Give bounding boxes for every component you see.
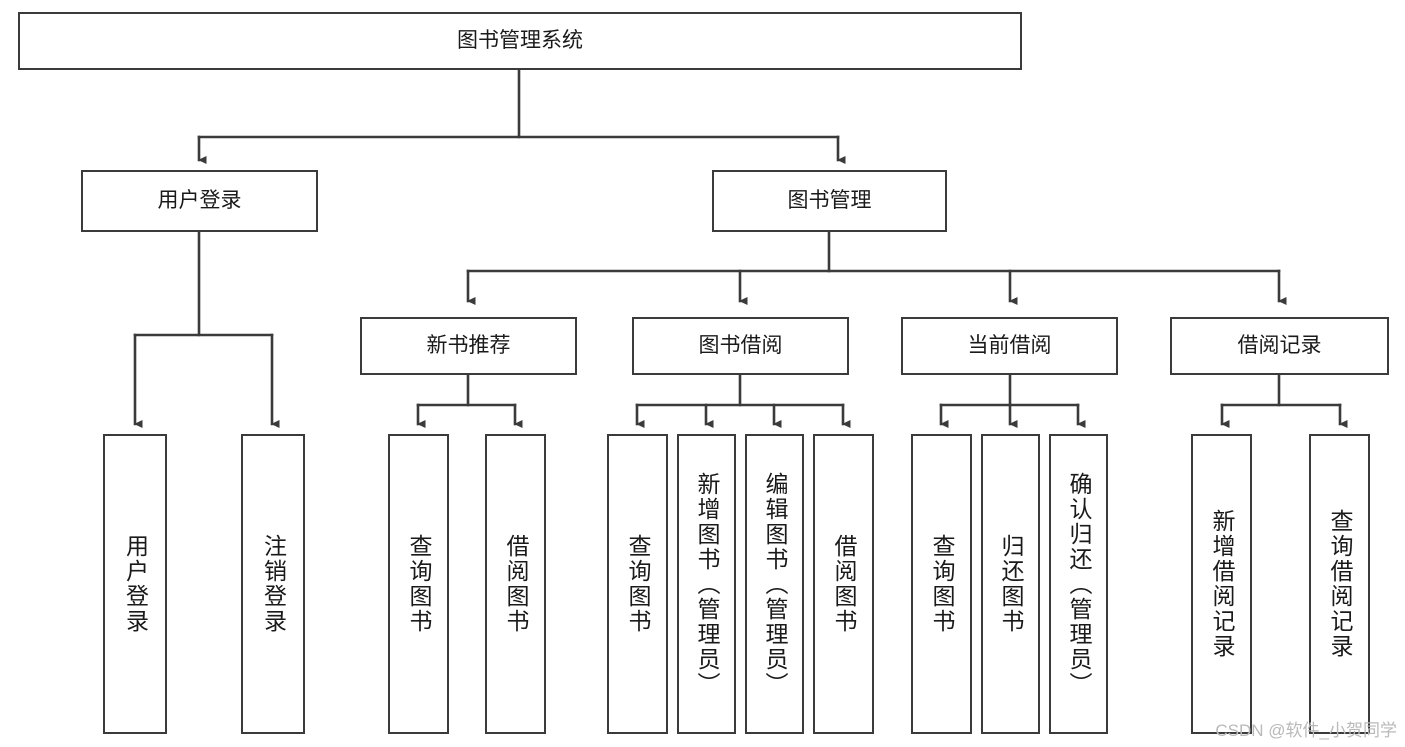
- node-leaf-return-book[interactable]: 归还图书: [981, 434, 1040, 734]
- node-label: 编辑图书（管理员）: [762, 471, 788, 697]
- node-user-login[interactable]: 用户登录: [81, 170, 318, 232]
- node-label: 用户登录: [122, 534, 149, 634]
- node-label: 查询图书: [929, 534, 955, 634]
- node-new-book-recommend[interactable]: 新书推荐: [360, 317, 577, 375]
- node-label: 图书管理系统: [457, 28, 583, 52]
- node-leaf-user-login[interactable]: 用户登录: [103, 434, 167, 734]
- node-current-borrow[interactable]: 当前借阅: [901, 317, 1118, 375]
- node-label: 图书借阅: [698, 333, 783, 357]
- node-leaf-logout-login[interactable]: 注销登录: [241, 434, 305, 734]
- node-label: 图书管理: [787, 188, 872, 212]
- node-label: 确认归还（管理员）: [1066, 471, 1092, 697]
- node-label: 当前借阅: [967, 333, 1052, 357]
- node-label: 新书推荐: [426, 333, 511, 357]
- node-label: 新增图书（管理员）: [694, 471, 720, 697]
- node-leaf-query-book-borrow[interactable]: 查询图书: [607, 434, 668, 734]
- node-borrow-record[interactable]: 借阅记录: [1170, 317, 1389, 375]
- node-label: 查询图书: [406, 534, 432, 634]
- node-label: 新增借阅记录: [1209, 509, 1235, 659]
- node-label: 查询图书: [625, 534, 651, 634]
- node-book-manage[interactable]: 图书管理: [712, 170, 947, 232]
- node-leaf-borrow-book-recommend[interactable]: 借阅图书: [485, 434, 546, 734]
- node-label: 注销登录: [260, 534, 287, 634]
- node-leaf-borrow-book[interactable]: 借阅图书: [813, 434, 874, 734]
- node-label: 归还图书: [998, 534, 1024, 634]
- node-label: 用户登录: [157, 188, 242, 212]
- node-book-borrow[interactable]: 图书借阅: [632, 317, 849, 375]
- node-leaf-confirm-return[interactable]: 确认归还（管理员）: [1049, 434, 1108, 734]
- node-leaf-query-book-recommend[interactable]: 查询图书: [388, 434, 449, 734]
- node-leaf-add-book[interactable]: 新增图书（管理员）: [677, 434, 736, 734]
- node-label: 查询借阅记录: [1327, 509, 1353, 659]
- node-leaf-add-borrow-record[interactable]: 新增借阅记录: [1191, 434, 1252, 734]
- node-label: 借阅记录: [1237, 333, 1322, 357]
- node-leaf-query-book-current[interactable]: 查询图书: [911, 434, 972, 734]
- node-root-system[interactable]: 图书管理系统: [18, 12, 1022, 70]
- node-leaf-query-borrow-record[interactable]: 查询借阅记录: [1309, 434, 1370, 734]
- node-leaf-edit-book[interactable]: 编辑图书（管理员）: [745, 434, 804, 734]
- node-label: 借阅图书: [831, 534, 857, 634]
- node-label: 借阅图书: [503, 534, 529, 634]
